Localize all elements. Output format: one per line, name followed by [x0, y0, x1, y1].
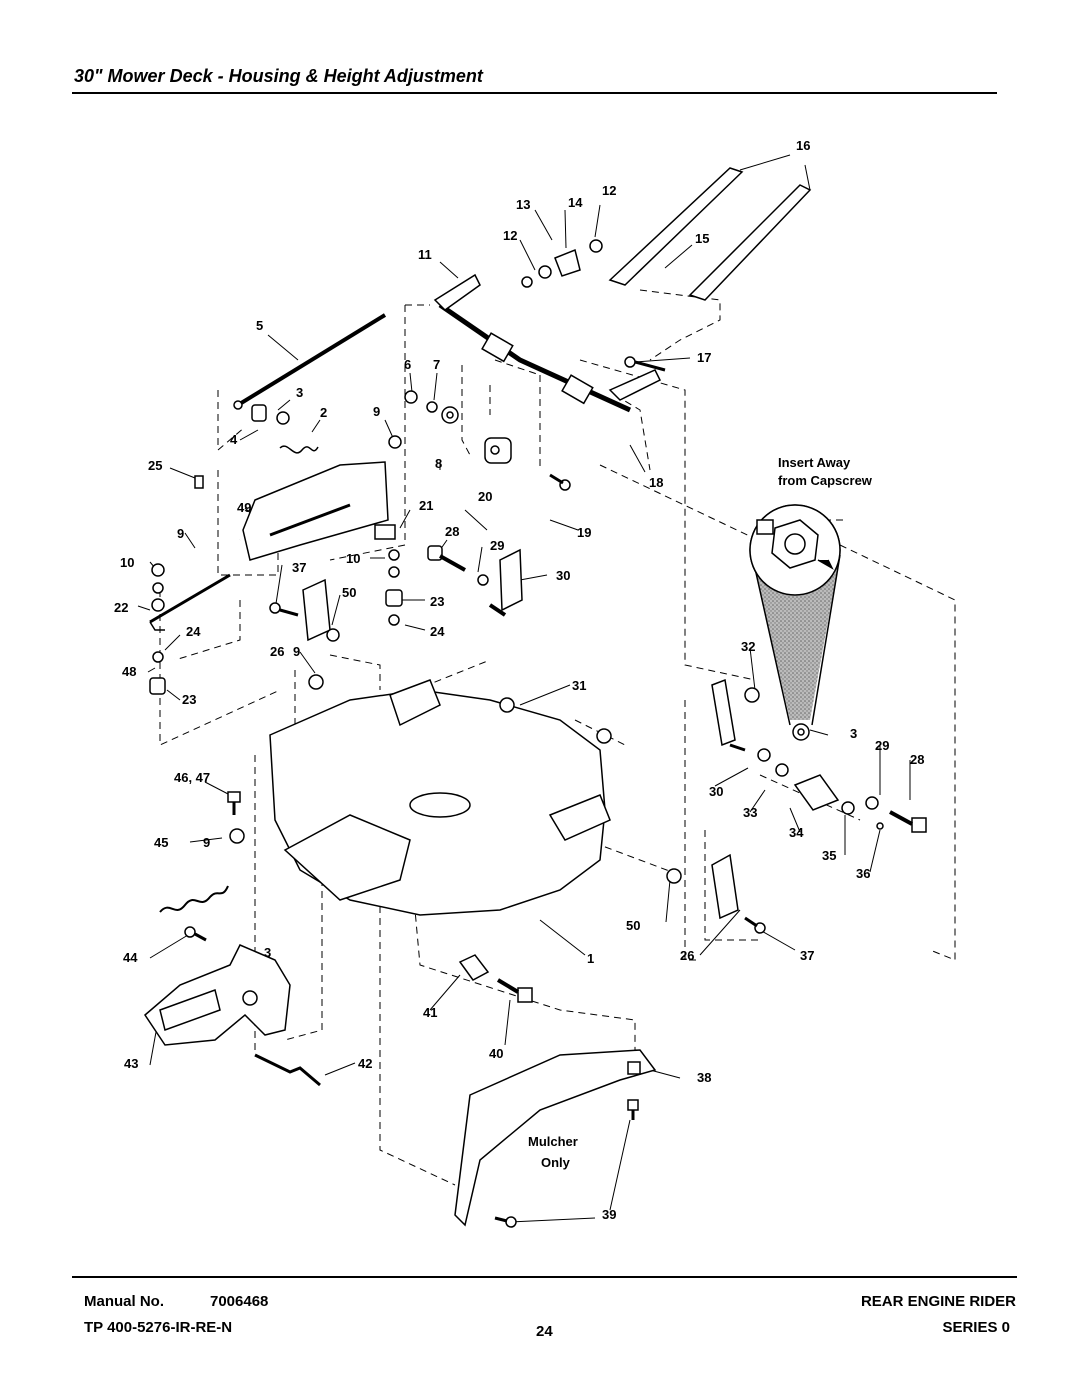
callout: 24	[430, 624, 445, 639]
callout: 45	[154, 835, 168, 850]
callout: 30	[556, 568, 570, 583]
callout: 26	[270, 644, 284, 659]
manual-label: Manual No.	[84, 1293, 165, 1310]
callout: 42	[358, 1056, 372, 1071]
callout: 39	[602, 1207, 616, 1222]
callout: 30	[709, 784, 723, 799]
callout: 13	[516, 197, 530, 212]
callout: 50	[626, 918, 640, 933]
callout: 28	[445, 524, 459, 539]
callout: 37	[292, 560, 306, 575]
callout: 37	[800, 948, 814, 963]
callout: 44	[123, 950, 138, 965]
callout: 26	[680, 948, 694, 963]
handle-left	[608, 167, 744, 286]
callout: 49	[237, 500, 251, 515]
callout: 48	[122, 664, 136, 679]
callout: 23	[430, 594, 444, 609]
callout: 5	[256, 318, 263, 333]
callout: 46, 47	[174, 770, 210, 785]
callout: 36	[856, 866, 870, 881]
handle-right	[688, 184, 812, 301]
leader-lines	[137, 154, 911, 1223]
callout-labels: 16 12 14 13 12 15 11 5 6 7 17 3 2 9 4 8 …	[114, 138, 924, 1222]
callout: 23	[182, 692, 196, 707]
callout: 3	[296, 385, 303, 400]
callout: 7	[433, 357, 440, 372]
callout: 11	[418, 247, 432, 262]
series-label: SERIES 0	[942, 1319, 1010, 1336]
callout: 43	[124, 1056, 138, 1071]
callout: 25	[148, 458, 162, 473]
insert-note-line1: Insert Away	[778, 455, 851, 470]
tp-number: TP 400-5276-IR-RE-N	[84, 1319, 233, 1336]
callout: 22	[114, 600, 128, 615]
callout: 10	[346, 551, 360, 566]
manual-number: 7006468	[210, 1293, 269, 1310]
insert-note-line2: from Capscrew	[778, 473, 873, 488]
callout: 50	[342, 585, 356, 600]
callout: 21	[419, 498, 433, 513]
footer-rule	[72, 1276, 1017, 1278]
callout: 40	[489, 1046, 503, 1061]
callout: 31	[572, 678, 586, 693]
header-rule	[72, 92, 997, 94]
callout: 12	[602, 183, 616, 198]
callout: 9	[203, 835, 210, 850]
callout: 20	[478, 489, 492, 504]
callout: 12	[503, 228, 517, 243]
callout: 10	[120, 555, 134, 570]
page-number: 24	[536, 1323, 553, 1340]
callout: 3	[850, 726, 857, 741]
mulcher-note-line2: Only	[541, 1155, 571, 1170]
callout: 15	[695, 231, 709, 246]
callout: 9	[293, 644, 300, 659]
callout: 28	[910, 752, 924, 767]
product-name: REAR ENGINE RIDER	[860, 1293, 1016, 1310]
parts-drawing	[144, 167, 927, 1228]
callout: 3	[264, 945, 271, 960]
callout: 35	[822, 848, 836, 863]
page-title: 30" Mower Deck - Housing & Height Adjust…	[74, 66, 483, 86]
callout: 14	[568, 195, 583, 210]
diagram-notes: Insert Away from Capscrew Mulcher Only	[528, 455, 873, 1170]
callout: 41	[423, 1005, 437, 1020]
callout: 34	[789, 825, 804, 840]
callout: 32	[741, 639, 755, 654]
callout: 1	[587, 951, 594, 966]
callout: 16	[796, 138, 810, 153]
callout: 6	[404, 357, 411, 372]
callout: 9	[373, 404, 380, 419]
callout: 24	[186, 624, 201, 639]
callout: 38	[697, 1070, 711, 1085]
callout: 2	[320, 405, 327, 420]
callout: 4	[230, 432, 238, 447]
callout: 17	[697, 350, 711, 365]
callout: 8	[435, 456, 442, 471]
callout: 33	[743, 805, 757, 820]
callout: 18	[649, 475, 663, 490]
mulcher-note-line1: Mulcher	[528, 1134, 578, 1149]
callout: 9	[177, 526, 184, 541]
callout: 29	[490, 538, 504, 553]
callout: 29	[875, 738, 889, 753]
callout: 19	[577, 525, 591, 540]
